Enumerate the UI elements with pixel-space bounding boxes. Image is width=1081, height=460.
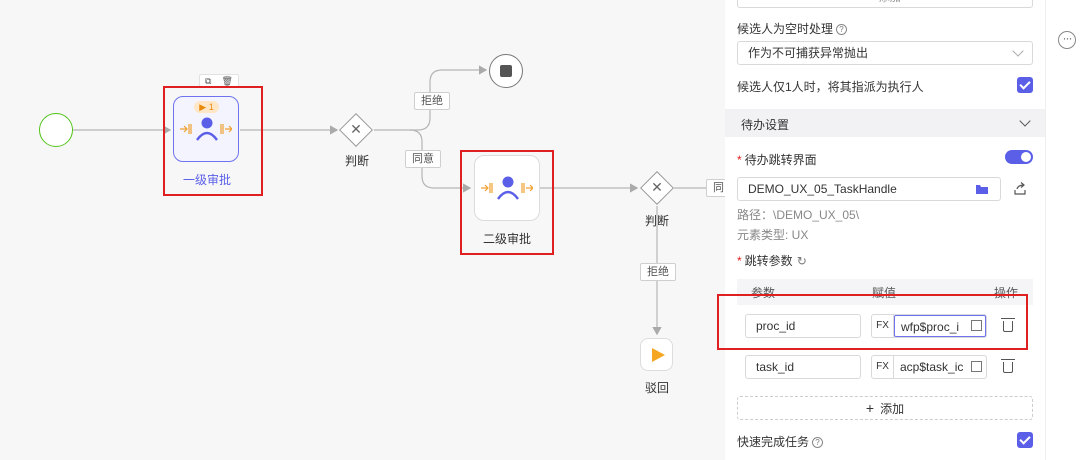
stop-icon: [500, 65, 512, 77]
candidate-empty-select[interactable]: 作为不可捕获异常抛出: [737, 41, 1033, 65]
task-node-level1[interactable]: ▶ 1: [173, 96, 239, 162]
todo-page-text: 待办跳转界面: [744, 153, 817, 167]
help-icon[interactable]: ?: [836, 24, 848, 35]
task-node-level1-label: 一级审批: [183, 173, 232, 187]
edge-label-reject-1[interactable]: 拒绝: [414, 92, 450, 110]
param-value-field[interactable]: FX wfp$proc_i: [871, 314, 987, 338]
col-action-header: 操作: [994, 286, 1019, 300]
todo-settings-section-header[interactable]: 待办设置: [725, 109, 1045, 137]
share-icon[interactable]: [1013, 182, 1027, 196]
reject-node-label: 驳回: [645, 381, 670, 395]
candidate-empty-label: 候选人为空时处理?: [737, 20, 848, 37]
copy-icon[interactable]: ⧉: [205, 75, 212, 86]
help-icon[interactable]: ?: [812, 437, 824, 448]
edge-layer: [73, 65, 725, 336]
add-param-button[interactable]: + 添加: [737, 396, 1033, 420]
fx-tag[interactable]: FX: [872, 315, 894, 337]
params-text: 跳转参数: [744, 254, 793, 268]
outgoing-icon: [220, 124, 232, 134]
properties-panel: + 添加 候选人为空时处理? 作为不可捕获异常抛出 候选人仅1人时，将其指派为执…: [717, 0, 1045, 460]
param-value-field[interactable]: FX acp$task_ic: [871, 355, 987, 379]
run-count-badge: ▶ 1: [194, 101, 219, 113]
add-candidate-button[interactable]: + 添加: [737, 0, 1033, 8]
todo-page-value: DEMO_UX_05_TaskHandle: [748, 182, 897, 196]
node-toolbar: ⧉ 🗑: [199, 74, 239, 88]
todo-settings-title: 待办设置: [741, 118, 790, 132]
candidate-empty-text: 候选人为空时处理: [737, 22, 834, 36]
reject-node[interactable]: [640, 338, 673, 371]
todo-page-label: *待办跳转界面: [737, 151, 817, 168]
edge-label-reject-2[interactable]: 拒绝: [640, 263, 676, 281]
edge-gateway1-node2: [409, 129, 472, 193]
todo-page-input[interactable]: DEMO_UX_05_TaskHandle: [737, 177, 1001, 201]
quick-complete-checkbox[interactable]: [1017, 432, 1033, 448]
params-label: *跳转参数↻: [737, 252, 807, 269]
edge-label-agree-2[interactable]: 同: [706, 179, 725, 197]
refresh-icon[interactable]: ↻: [796, 254, 807, 268]
candidate-empty-value: 作为不可捕获异常抛出: [748, 46, 869, 60]
todo-page-toggle[interactable]: [1005, 150, 1033, 164]
start-event[interactable]: [39, 113, 73, 147]
col-value-header: 赋值: [872, 286, 897, 300]
required-marker: *: [737, 153, 742, 167]
add-param-label: 添加: [880, 402, 905, 416]
expand-icon[interactable]: [971, 320, 982, 331]
fx-tag[interactable]: FX: [872, 356, 894, 378]
edge-label-agree-1[interactable]: 同意: [405, 150, 441, 168]
expand-icon[interactable]: [971, 361, 982, 372]
process-canvas[interactable]: ⧉ 🗑 ▶ 1 一级审批 ✕ 判断 拒绝 同意 二级审批 ✕ 判断 同 拒绝 驳…: [0, 0, 725, 460]
param-name-value: task_id: [756, 360, 795, 374]
param-value-text[interactable]: wfp$proc_i: [894, 315, 986, 337]
col-param-header: 参数: [751, 286, 776, 300]
element-type-text: 元素类型: UX: [737, 228, 809, 242]
path-text: 路径：\DEMO_UX_05\: [737, 208, 860, 222]
plus-icon: +: [865, 400, 875, 416]
outgoing-icon: [521, 183, 533, 193]
param-name-input[interactable]: task_id: [745, 355, 861, 379]
task-node-level2[interactable]: [474, 155, 540, 221]
gateway-2-label: 判断: [645, 214, 670, 228]
single-candidate-label: 候选人仅1人时，将其指派为执行人: [737, 80, 924, 94]
gateway-1-label: 判断: [345, 154, 370, 168]
delete-row-icon[interactable]: [1001, 359, 1015, 373]
param-name-value: proc_id: [756, 319, 796, 333]
params-table-header: 参数 赋值 操作: [737, 279, 1033, 305]
close-icon: ✕: [350, 121, 362, 137]
param-name-input[interactable]: proc_id: [745, 314, 861, 338]
send-icon: [652, 348, 665, 362]
chevron-down-icon: [1012, 45, 1024, 57]
user-icon: [196, 117, 218, 141]
quick-complete-text: 快速完成任务: [737, 435, 810, 449]
delete-row-icon[interactable]: [1001, 318, 1015, 332]
quick-complete-label: 快速完成任务?: [737, 433, 824, 450]
trash-icon[interactable]: 🗑: [221, 75, 233, 86]
required-marker: *: [737, 254, 742, 268]
folder-icon[interactable]: [975, 183, 989, 195]
end-event[interactable]: [489, 54, 523, 88]
side-strip: [1045, 0, 1081, 460]
param-value-text[interactable]: acp$task_ic: [900, 360, 964, 374]
user-icon: [497, 176, 519, 200]
more-options-icon[interactable]: ···: [1058, 31, 1076, 49]
incoming-icon: [481, 183, 493, 193]
chevron-down-icon: [1019, 115, 1031, 127]
close-icon: ✕: [651, 179, 663, 195]
single-candidate-checkbox[interactable]: [1017, 77, 1033, 93]
task-node-level2-label: 二级审批: [483, 232, 532, 246]
incoming-icon: [180, 124, 192, 134]
